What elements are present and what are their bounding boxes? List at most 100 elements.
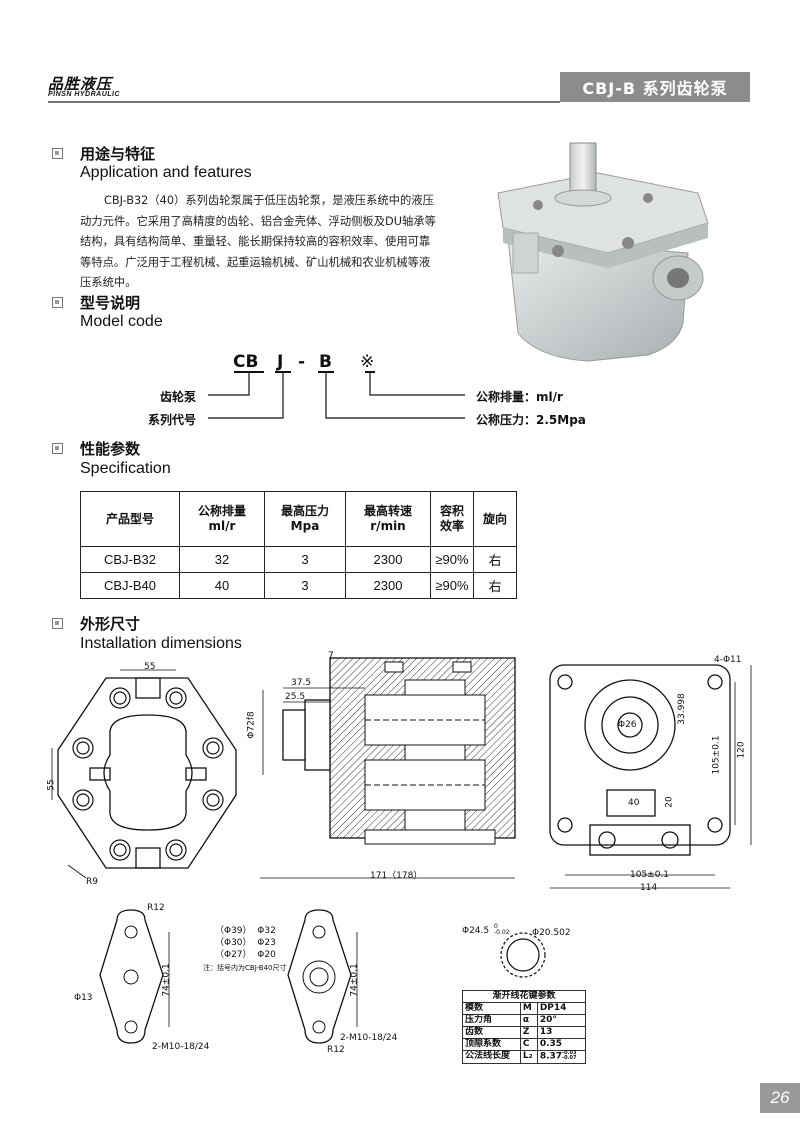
spec-header: 最高压力 Mpa [264,491,346,547]
model-label-pressure: 公称压力：2.5Mpa [476,413,586,427]
table-cell: 2300 [345,572,431,599]
spec-table: 产品型号 公称排量 ml/r 最高压力 Mpa 最高转速 r/min 容积 效率… [80,491,517,599]
dim-label: 105±0.1 [630,870,670,880]
table-cell: 2300 [345,546,431,573]
dim-label: 40 [628,798,640,808]
spec-header: 公称排量 ml/r [179,491,265,547]
table-cell: α [519,1014,538,1027]
dim-label: （Φ30） Φ23 [215,938,276,948]
dim-label: Φ20.502 [532,928,571,938]
table-cell: 公法线长度 [462,1050,521,1064]
table-cell: CBJ-B32 [80,546,180,573]
dim-label: 2-M10-18/24 [340,1033,398,1043]
spline-drawing [500,932,546,978]
table-cell: ≥90% [430,572,474,599]
pump-photo [497,142,709,362]
brand-subtitle: PINSN HYDRAULIC [48,91,121,98]
spline-value: 8.37 [539,1051,563,1062]
table-cell: 0.35 [536,1038,587,1051]
table-cell: 3 [264,572,346,599]
dim-label: （Φ27） Φ20 [215,950,276,960]
dim-label: Φ24.5 [462,926,490,936]
table-cell: Z [519,1026,538,1039]
model-part-mark: ※ [360,352,375,372]
dim-label: 55 [144,662,156,672]
section-bullet-icon [52,148,63,159]
dim-label: 105±0.1 [711,735,722,775]
section-usage-en: Application and features [80,164,252,181]
table-cell: 顶隙系数 [462,1038,521,1051]
table-cell: 右 [473,572,517,599]
dim-tolerance: 0 -0.02 [494,923,510,936]
dim-label: 2-M10-18/24 [152,1042,210,1052]
brand-logo-text: 品胜液压 [48,75,113,93]
dim-label: 25.5 [285,692,306,702]
table-cell: DP14 [536,1002,587,1015]
table-cell: 压力角 [462,1014,521,1027]
dim-label: 7 [328,651,334,661]
dim-label: R12 [327,1045,345,1055]
table-cell: 3 [264,546,346,573]
section-spec-zh: 性能参数 [80,440,141,458]
front-view-drawing [51,669,237,879]
dim-label: Φ72f8 [246,711,257,739]
spec-header: 旋向 [473,491,517,547]
inlet-flange-drawing [99,909,170,1044]
dim-label: 4-Φ11 [714,655,742,665]
dim-label: R12 [147,903,165,913]
dim-label: 33.998 [676,693,687,725]
dim-label: 74±0.1 [349,963,360,997]
dim-label: （Φ39） Φ32 [215,926,276,936]
section-bullet-icon [52,443,63,454]
dim-label: R9 [86,877,98,887]
model-part-b: B [319,352,332,372]
model-part-j: J [277,352,284,372]
spec-header: 产品型号 [80,491,180,547]
series-title: CBJ-B 系列齿轮泵 [560,72,750,102]
model-label-displacement: 公称排量：ml/r [476,390,563,404]
dim-label: 37.5 [291,678,312,688]
table-cell: 20° [536,1014,587,1027]
model-part-dash: - [298,352,306,372]
dim-label: 74±0.1 [161,963,172,997]
section-install-en: Installation dimensions [80,635,242,652]
header-rule [48,101,560,103]
model-part-cb: CB [233,352,259,372]
table-cell: 13 [536,1026,587,1039]
table-cell: 模数 [462,1002,521,1015]
spline-tolerance: -0.03 -0.07 [562,1050,577,1061]
table-cell: 齿数 [462,1026,521,1039]
table-cell: L₂ [519,1050,538,1064]
section-model-zh: 型号说明 [80,294,141,312]
section-spec-en: Specification [80,460,171,477]
section-install-zh: 外形尺寸 [80,615,141,633]
outlet-flange-drawing [287,909,358,1044]
dim-label: Φ26 [618,720,637,730]
table-cell: M [519,1002,538,1015]
model-label-series: 系列代号 [148,413,197,427]
model-code-leaders [208,371,465,419]
table-row: CBJ-B32 32 3 2300 ≥90% 右 [80,546,517,573]
table-cell: 40 [179,572,265,599]
spline-table-title: 渐开线花键参数 [462,990,586,1003]
table-cell: CBJ-B40 [80,572,180,599]
table-cell: C [519,1038,538,1051]
description-paragraph: CBJ-B32（40）系列齿轮泵属于低压齿轮泵，是液压系统中的液压动力元件。它采… [80,194,436,289]
table-cell: 8.37-0.03 -0.07 [536,1050,587,1064]
rear-view-drawing [549,664,752,889]
table-cell: 右 [473,546,517,573]
dim-label: 171（178） [370,871,423,881]
dim-note: 注：括号内为CBJ-B40尺寸 [203,964,287,972]
page-number: 26 [760,1083,800,1113]
model-label-gear-pump: 齿轮泵 [160,390,197,404]
section-usage-zh: 用途与特征 [80,145,156,163]
dim-label: 20 [664,796,675,808]
section-model-en: Model code [80,313,163,330]
spec-header: 最高转速 r/min [345,491,431,547]
